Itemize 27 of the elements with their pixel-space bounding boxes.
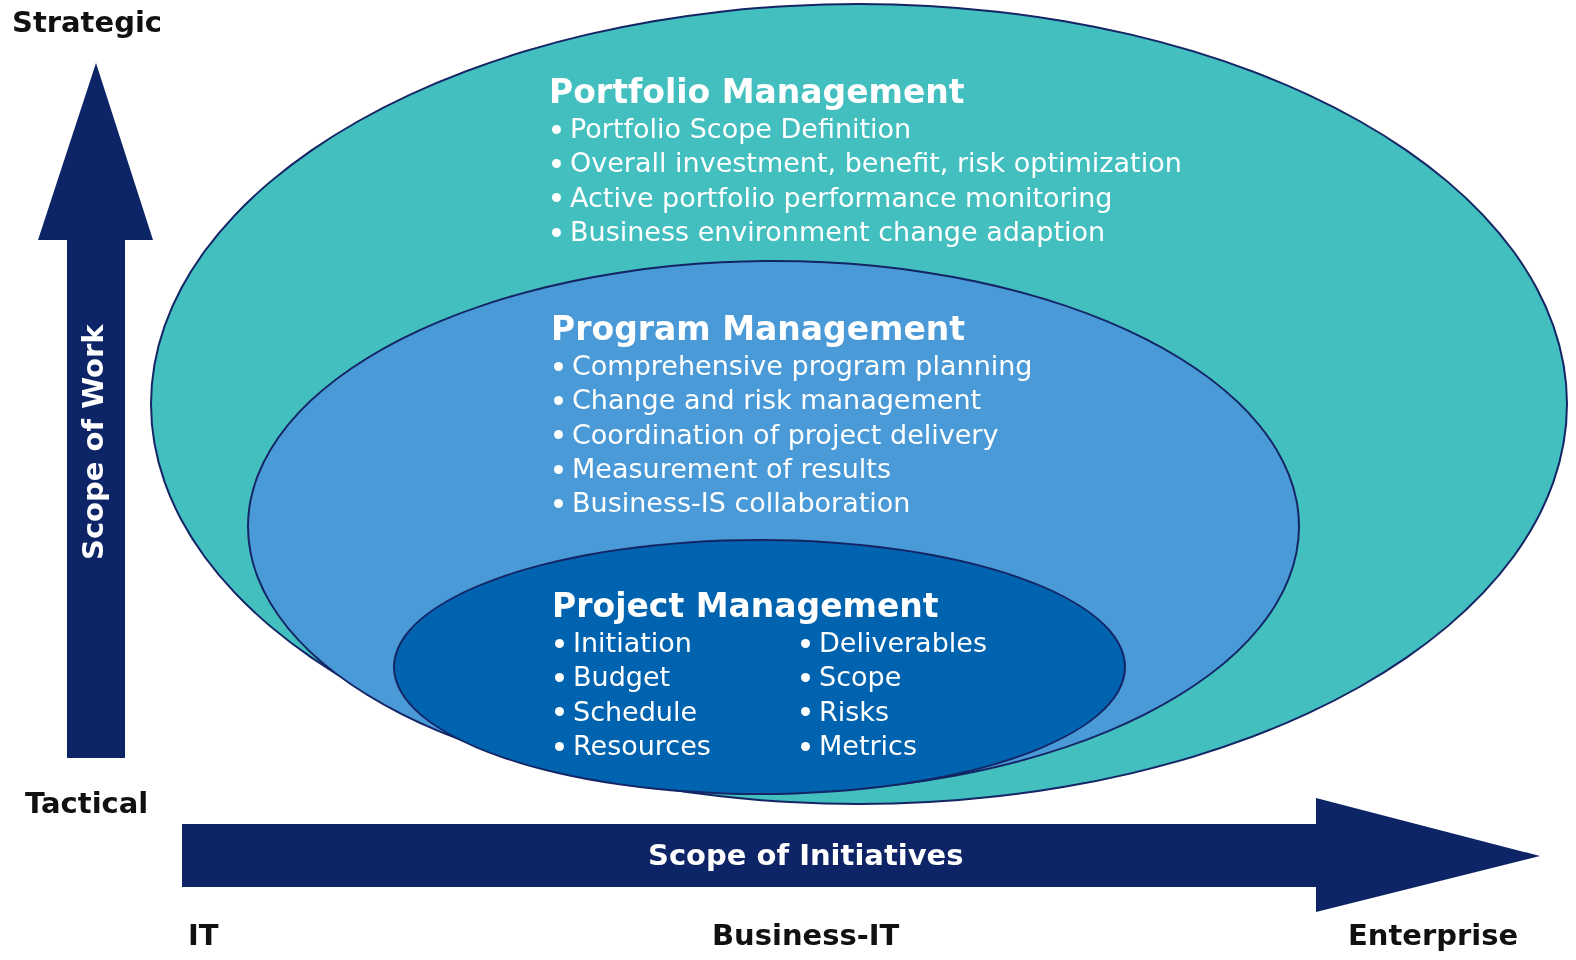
bullet-text: Portfolio Scope Definition	[570, 112, 912, 147]
heading: Portfolio Management	[549, 72, 966, 112]
bullet-text: Deliverables	[819, 626, 987, 661]
axis-label: Strategic	[12, 5, 163, 40]
arrow-label: Scope of Work	[76, 324, 111, 560]
bullet-text: Metrics	[819, 729, 917, 764]
bullet-text: Resources	[573, 729, 711, 764]
bullet-text: Business environment change adaption	[570, 215, 1106, 250]
bullet-text: Scope	[819, 660, 902, 695]
bullet-text: Risks	[819, 694, 890, 729]
arrow-label: Scope of Initiatives	[648, 838, 964, 873]
bullet-text: Active portfolio performance monitoring	[570, 180, 1113, 215]
bullet-text: Change and risk management	[572, 383, 982, 418]
bullet-text: Business-IS collaboration	[572, 486, 911, 521]
axis-label: Tactical	[25, 786, 149, 821]
axis-label: IT	[188, 918, 219, 953]
bullet-text: Coordination of project delivery	[572, 417, 999, 452]
bullet-text: Initiation	[573, 626, 692, 661]
bullet-text: Budget	[573, 660, 671, 695]
heading: Program Management	[551, 309, 967, 349]
bullet-text: Overall investment, benefit, risk optimization	[570, 146, 1182, 181]
bullet-text: Measurement of results	[572, 452, 891, 487]
heading: Project Management	[552, 586, 940, 626]
axis-label: Enterprise	[1348, 918, 1519, 953]
bullet-text: Comprehensive program planning	[572, 349, 1033, 384]
axis-label: Business-IT	[712, 918, 900, 953]
bullet-text: Schedule	[573, 694, 698, 729]
